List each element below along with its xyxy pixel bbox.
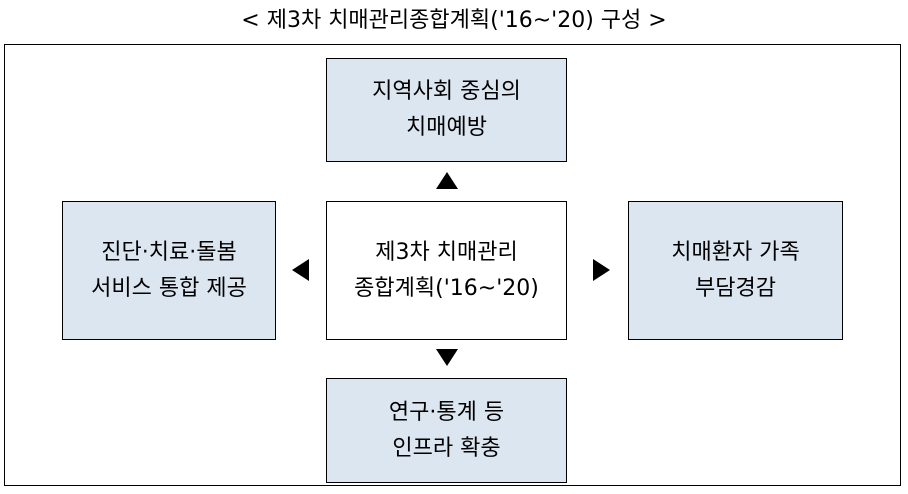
box-central-plan: 제3차 치매관리 종합계획('16~'20) <box>326 201 567 340</box>
box-family-burden-relief: 치매환자 가족 부담경감 <box>628 201 843 340</box>
box-integrated-services-line1: 진단·치료·돌봄 <box>101 239 237 265</box>
box-central-plan-line1: 제3차 치매관리 <box>375 239 518 265</box>
box-community-prevention-line1: 지역사회 중심의 <box>372 79 521 104</box>
box-integrated-services: 진단·치료·돌봄 서비스 통합 제공 <box>62 201 276 340</box>
box-infrastructure-line1: 연구·통계 등 <box>388 399 505 425</box>
arrow-left-icon <box>292 259 309 281</box>
box-integrated-services-line2: 서비스 통합 제공 <box>91 275 247 301</box>
box-family-burden-relief-line2: 부담경감 <box>695 275 776 301</box>
box-family-burden-relief-line1: 치매환자 가족 <box>671 239 800 265</box>
box-infrastructure-line2: 인프라 확충 <box>392 435 501 461</box>
box-central-plan-line2: 종합계획('16~'20) <box>354 275 539 301</box>
diagram-frame <box>4 44 901 486</box>
arrow-up-icon <box>436 172 458 189</box>
diagram-title: < 제3차 치매관리종합계획('16~'20) 구성 > <box>241 8 667 33</box>
box-community-prevention-line2: 치매예방 <box>406 115 487 140</box>
box-infrastructure: 연구·통계 등 인프라 확충 <box>326 378 567 483</box>
arrow-down-icon <box>436 349 458 366</box>
box-community-prevention: 지역사회 중심의 치매예방 <box>326 58 567 162</box>
arrow-right-icon <box>593 259 610 281</box>
